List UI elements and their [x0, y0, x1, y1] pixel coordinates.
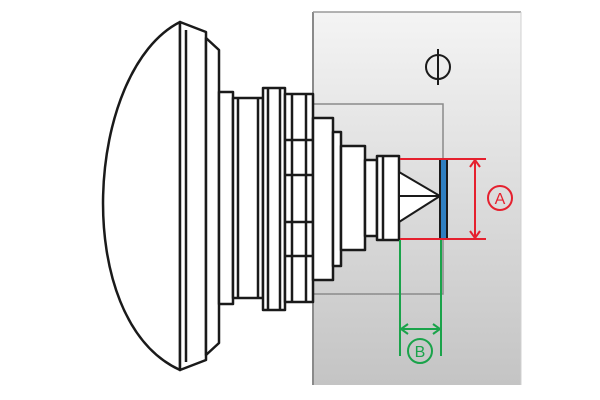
- hex-nut: [283, 92, 315, 304]
- dimension-a: [400, 158, 513, 240]
- dome-curve: [101, 20, 182, 372]
- collar-rings: [217, 86, 287, 312]
- threaded-body: [311, 116, 401, 282]
- diameter-symbol-icon: [425, 49, 451, 85]
- dimension-a-circle: [487, 185, 513, 211]
- dimension-a-label: A: [495, 191, 506, 208]
- dimension-b-label: B: [415, 344, 426, 361]
- dome-cap: [101, 20, 221, 372]
- blue-disc: [439, 158, 448, 240]
- dimension-b: [399, 240, 442, 364]
- dimension-b-circle: [407, 338, 433, 364]
- contact-tip: [398, 170, 442, 224]
